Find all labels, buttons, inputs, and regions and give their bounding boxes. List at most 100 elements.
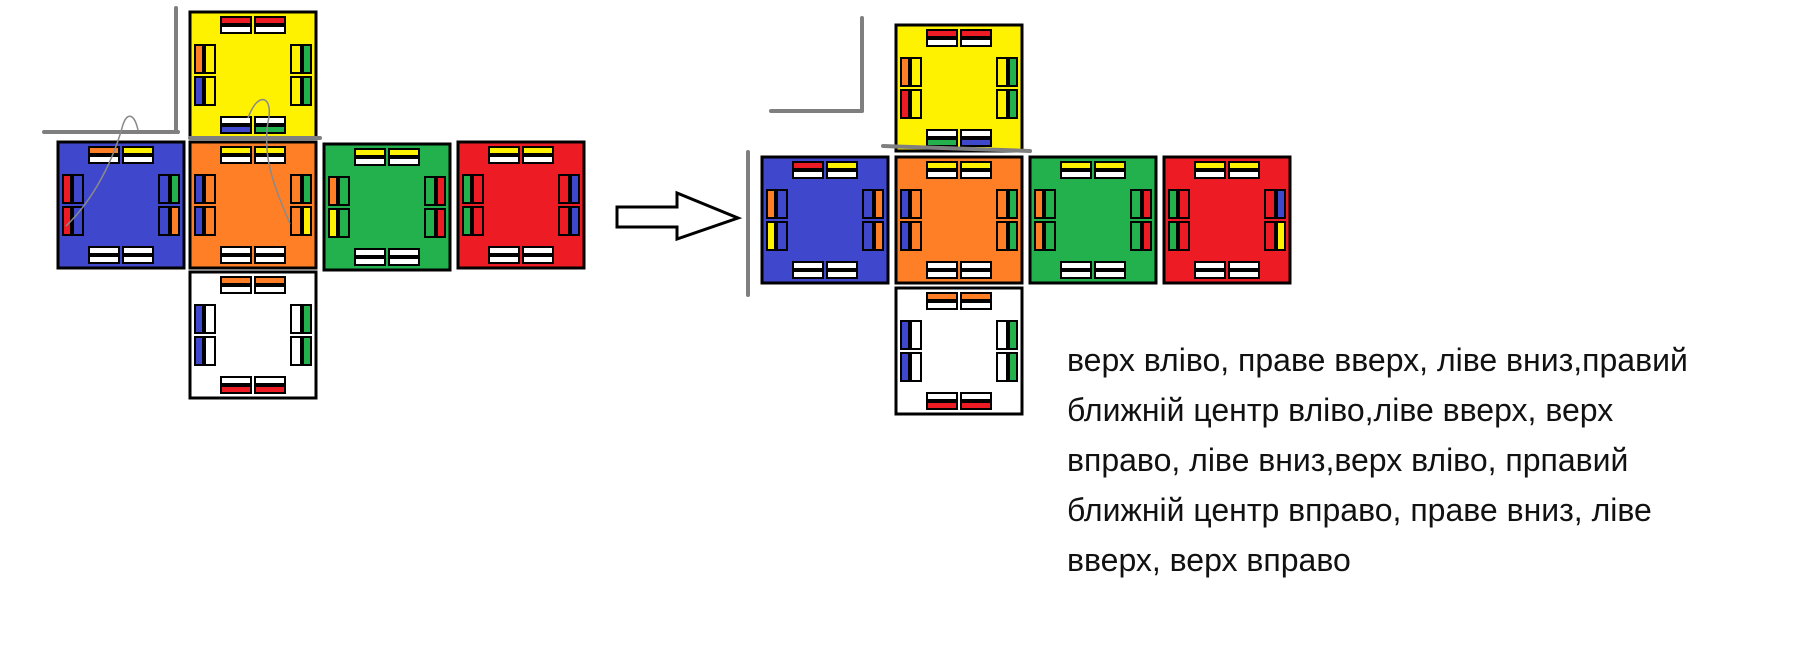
sticker-top-inner — [220, 25, 252, 34]
sticker-top-inner — [522, 155, 554, 164]
cube-face-top — [894, 23, 1024, 153]
sticker-left — [900, 320, 910, 350]
scribble-line — [65, 115, 139, 227]
sticker-bottom-inner — [926, 261, 958, 270]
sticker-top — [826, 161, 858, 170]
sticker-top-inner — [960, 170, 992, 179]
sticker-top-inner — [926, 170, 958, 179]
sticker-top-inner — [1094, 170, 1126, 179]
sticker-bottom-inner — [960, 392, 992, 401]
sticker-left — [766, 221, 776, 251]
sticker-top — [926, 29, 958, 38]
sticker-right — [1008, 320, 1018, 350]
sticker-top-inner — [254, 25, 286, 34]
sticker-right-inner — [862, 189, 874, 219]
sticker-left — [194, 44, 204, 74]
sticker-right-inner — [558, 174, 570, 204]
sticker-bottom — [88, 255, 120, 264]
sticker-left — [194, 206, 204, 236]
sticker-left-inner — [472, 174, 484, 204]
guide-line — [881, 144, 1032, 153]
sticker-top — [792, 161, 824, 170]
sticker-right-inner — [158, 174, 170, 204]
sticker-left — [766, 189, 776, 219]
sticker-right — [874, 221, 884, 251]
sticker-top — [220, 146, 252, 155]
sticker-left-inner — [204, 44, 216, 74]
sticker-bottom — [122, 255, 154, 264]
sticker-left — [900, 352, 910, 382]
sticker-bottom — [488, 255, 520, 264]
sticker-bottom-inner — [488, 246, 520, 255]
sticker-left-inner — [204, 174, 216, 204]
sticker-bottom — [220, 255, 252, 264]
sticker-right — [1142, 221, 1152, 251]
sticker-bottom — [354, 257, 386, 266]
sticker-right-inner — [424, 176, 436, 206]
sticker-right-inner — [996, 320, 1008, 350]
sticker-top — [960, 292, 992, 301]
sticker-bottom — [1194, 270, 1226, 279]
sticker-right — [302, 76, 312, 106]
sticker-bottom-inner — [354, 248, 386, 257]
sticker-left-inner — [204, 304, 216, 334]
sticker-top-inner — [926, 38, 958, 47]
sticker-left-inner — [72, 206, 84, 236]
sticker-top-inner — [926, 301, 958, 310]
sticker-left-inner — [910, 320, 922, 350]
sticker-left-inner — [338, 208, 350, 238]
sticker-right — [170, 206, 180, 236]
face-center-front — [894, 155, 1024, 285]
sticker-right-inner — [1130, 221, 1142, 251]
face-center-front — [188, 140, 318, 270]
instruction-line: вправо, ліве вниз,верх вліво, прпавий — [1067, 442, 1629, 478]
sticker-top-inner — [254, 285, 286, 294]
sticker-right — [1008, 57, 1018, 87]
sticker-bottom-inner — [960, 129, 992, 138]
sticker-left-inner — [910, 89, 922, 119]
sticker-right-inner — [290, 174, 302, 204]
sticker-top-inner — [122, 155, 154, 164]
sticker-right — [302, 174, 312, 204]
instruction-line: ближній центр вправо, праве вниз, ліве — [1067, 492, 1652, 528]
cube-face-back — [456, 140, 586, 270]
cube-face-left — [56, 140, 186, 270]
sticker-left-inner — [910, 352, 922, 382]
sticker-right-inner — [290, 206, 302, 236]
sticker-top — [1094, 161, 1126, 170]
sticker-left-inner — [1178, 221, 1190, 251]
sticker-bottom — [1228, 270, 1260, 279]
sticker-top — [488, 146, 520, 155]
sticker-left-inner — [910, 221, 922, 251]
sticker-left — [1034, 221, 1044, 251]
sticker-top-inner — [1228, 170, 1260, 179]
sticker-top — [1060, 161, 1092, 170]
face-center-left — [56, 140, 186, 270]
sticker-left-inner — [204, 76, 216, 106]
sticker-right-inner — [1130, 189, 1142, 219]
sticker-right-inner — [290, 336, 302, 366]
sticker-bottom — [1060, 270, 1092, 279]
sticker-left — [328, 176, 338, 206]
sticker-left — [1034, 189, 1044, 219]
sticker-bottom-inner — [220, 246, 252, 255]
sticker-bottom-inner — [254, 376, 286, 385]
sticker-left-inner — [204, 336, 216, 366]
sticker-bottom — [254, 385, 286, 394]
sticker-left — [194, 174, 204, 204]
face-center-bottom — [188, 270, 318, 400]
sticker-top — [1228, 161, 1260, 170]
face-center-right — [1028, 155, 1158, 285]
sticker-top — [354, 148, 386, 157]
sticker-right-inner — [1264, 189, 1276, 219]
sticker-top-inner — [1194, 170, 1226, 179]
cube-face-left — [760, 155, 890, 285]
sticker-bottom-inner — [388, 248, 420, 257]
sticker-left — [900, 189, 910, 219]
sticker-left — [900, 89, 910, 119]
sticker-right-inner — [158, 206, 170, 236]
sticker-top-inner — [826, 170, 858, 179]
cube-face-right — [322, 142, 452, 272]
sticker-right — [1008, 352, 1018, 382]
sticker-top — [254, 276, 286, 285]
